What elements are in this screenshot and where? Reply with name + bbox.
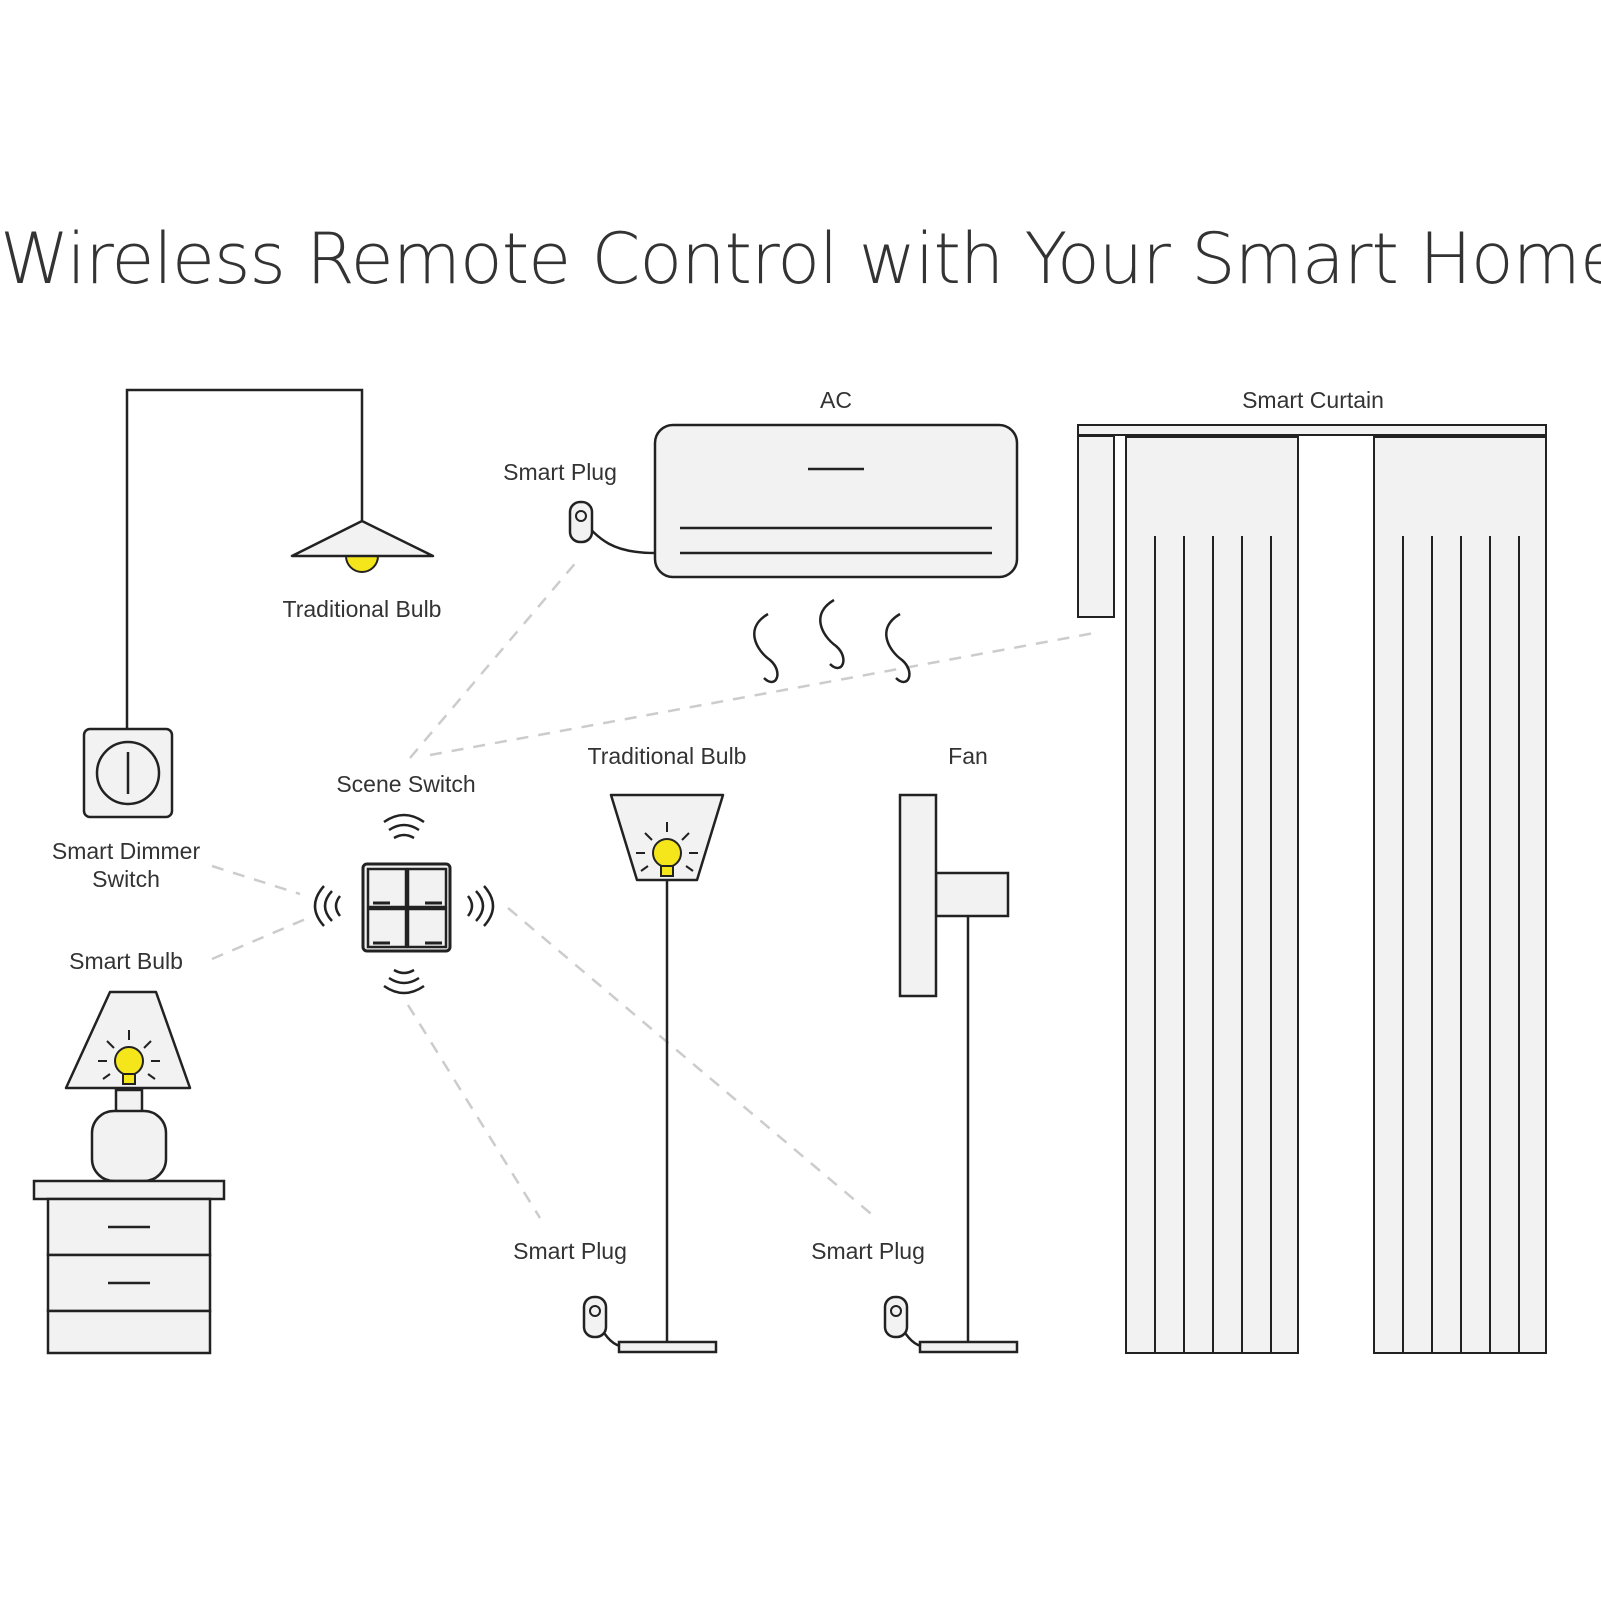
curtain-rail bbox=[1077, 424, 1547, 436]
floor-bulb-icon bbox=[636, 822, 698, 877]
label-smart-dimmer-switch-line2: Switch bbox=[92, 866, 160, 892]
fan-base bbox=[918, 1340, 1019, 1354]
link-scene-to-dimmer bbox=[211, 864, 301, 896]
lamp-base bbox=[90, 1109, 168, 1183]
label-smart-curtain: Smart Curtain bbox=[1242, 387, 1384, 413]
smart-bulb-icon bbox=[98, 1030, 160, 1085]
lamp-neck bbox=[114, 1088, 144, 1114]
ac-body bbox=[653, 423, 1019, 579]
table-lamp bbox=[64, 990, 192, 1183]
smart-plug-ac-icon bbox=[568, 500, 656, 555]
ceiling-bulb-icon bbox=[344, 555, 380, 573]
curtain-panel-left bbox=[1125, 436, 1299, 1354]
wave-top-icon bbox=[383, 813, 425, 840]
curtain-motor bbox=[1077, 435, 1115, 618]
label-traditional-bulb-ceiling: Traditional Bulb bbox=[282, 596, 442, 622]
airflow-icon bbox=[753, 598, 911, 684]
floor-lamp-base bbox=[617, 1340, 718, 1354]
ceiling-lamp bbox=[125, 388, 435, 729]
smart-dimmer-switch bbox=[82, 727, 174, 819]
link-scene-to-curtain bbox=[429, 630, 1101, 757]
label-fan: Fan bbox=[948, 743, 988, 769]
label-smart-plug-fan: Smart Plug bbox=[811, 1238, 925, 1264]
link-scene-to-plug-ac bbox=[409, 559, 579, 759]
wave-bottom-icon bbox=[383, 968, 425, 995]
wireless-links bbox=[211, 559, 1101, 1219]
label-smart-dimmer-switch-line1: Smart Dimmer bbox=[51, 838, 201, 864]
floor-lampshade bbox=[609, 793, 725, 882]
fan bbox=[898, 793, 1019, 1354]
smart-curtain bbox=[1077, 424, 1547, 1354]
scene-switch bbox=[313, 813, 495, 995]
link-scene-to-plug-fan bbox=[507, 907, 877, 1219]
curtain-panel-right bbox=[1373, 436, 1547, 1354]
smart-plug-lamp-icon bbox=[582, 1295, 621, 1348]
wave-right-icon bbox=[466, 885, 495, 927]
label-smart-bulb: Smart Bulb bbox=[69, 948, 183, 974]
smart-plug-fan-icon bbox=[883, 1295, 922, 1348]
link-scene-to-smart-bulb bbox=[211, 916, 309, 961]
wave-left-icon bbox=[313, 885, 342, 927]
floor-lamp bbox=[609, 793, 725, 1354]
scene-switch-buttons bbox=[366, 867, 448, 949]
ceiling-lampshade bbox=[290, 519, 435, 558]
nightstand bbox=[32, 1179, 226, 1355]
fan-motor bbox=[934, 871, 1010, 918]
label-smart-plug-ac: Smart Plug bbox=[503, 459, 617, 485]
ceiling-wire bbox=[125, 388, 364, 729]
page-title: Wireless Remote Control with Your Smart … bbox=[0, 218, 1601, 300]
label-traditional-bulb-floor: Traditional Bulb bbox=[587, 743, 747, 769]
label-scene-switch: Scene Switch bbox=[336, 771, 476, 797]
fan-head bbox=[898, 793, 938, 998]
air-conditioner bbox=[653, 423, 1019, 684]
label-smart-plug-lamp: Smart Plug bbox=[513, 1238, 627, 1264]
link-scene-to-plug-lamp bbox=[406, 1004, 542, 1219]
label-ac: AC bbox=[820, 387, 852, 413]
